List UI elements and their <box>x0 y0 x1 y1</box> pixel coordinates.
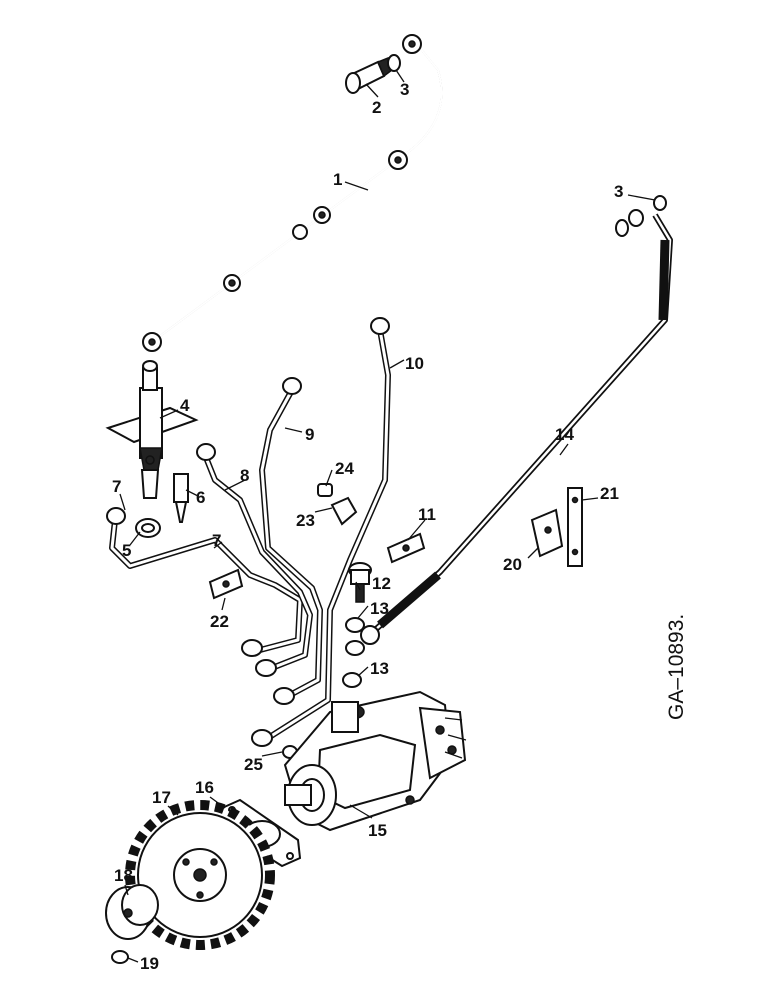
callout-5: 5 <box>122 541 131 560</box>
callout-8: 8 <box>240 466 249 485</box>
callout-23: 23 <box>296 511 315 530</box>
callout-10: 10 <box>405 354 424 373</box>
injector-holder <box>105 360 199 499</box>
sealing-washers-return <box>615 195 667 237</box>
callout-13-upper: 13 <box>370 599 389 618</box>
callout-12: 12 <box>372 574 391 593</box>
clamp-23 <box>330 496 358 526</box>
callout-7-upper: 7 <box>112 477 121 496</box>
injector-nozzle <box>173 473 189 523</box>
washer-13-upper <box>345 617 365 633</box>
callout-11: 11 <box>418 505 436 524</box>
callout-1: 1 <box>333 170 342 189</box>
bracket-21 <box>567 487 583 567</box>
callout-3-top: 3 <box>400 80 409 99</box>
callout-14: 14 <box>555 425 574 444</box>
callout-2: 2 <box>372 98 381 117</box>
spacer-24 <box>317 483 333 497</box>
gear-hub <box>105 884 159 940</box>
callout-18: 18 <box>114 866 133 885</box>
callout-25: 25 <box>244 755 263 774</box>
callout-16: 16 <box>195 778 214 797</box>
washer-19 <box>111 950 129 964</box>
sealing-washer-top <box>387 54 401 72</box>
callout-4: 4 <box>180 396 190 415</box>
callouts: 1 2 3 3 4 5 6 7 7 8 9 10 11 12 13 13 14 … <box>112 80 623 973</box>
callout-20: 20 <box>503 555 522 574</box>
leak-off-pipe <box>142 34 443 352</box>
callout-21: 21 <box>600 484 619 503</box>
callout-17: 17 <box>152 788 171 807</box>
washer-13-lower <box>342 672 362 688</box>
callout-6: 6 <box>196 488 205 507</box>
callout-19: 19 <box>140 954 159 973</box>
callout-3-right: 3 <box>614 182 623 201</box>
pipe-clamp-22 <box>208 568 244 600</box>
callout-24: 24 <box>335 459 354 478</box>
callout-7-lower: 7 <box>212 531 221 550</box>
injection-pipes <box>106 317 391 747</box>
injection-pump <box>283 690 467 832</box>
banjo-bolt-12 <box>348 562 372 603</box>
drawing-number: GA–10893. <box>665 614 688 720</box>
pipe-clamp-11 <box>386 532 426 564</box>
pump-drive-gear <box>125 800 275 950</box>
leader-lines <box>119 69 656 963</box>
callout-9: 9 <box>305 425 314 444</box>
callout-22: 22 <box>210 612 229 631</box>
callout-15: 15 <box>368 821 387 840</box>
fuel-return-pipe <box>360 213 673 645</box>
clip-20 <box>530 508 564 558</box>
callout-13-lower: 13 <box>370 659 389 678</box>
